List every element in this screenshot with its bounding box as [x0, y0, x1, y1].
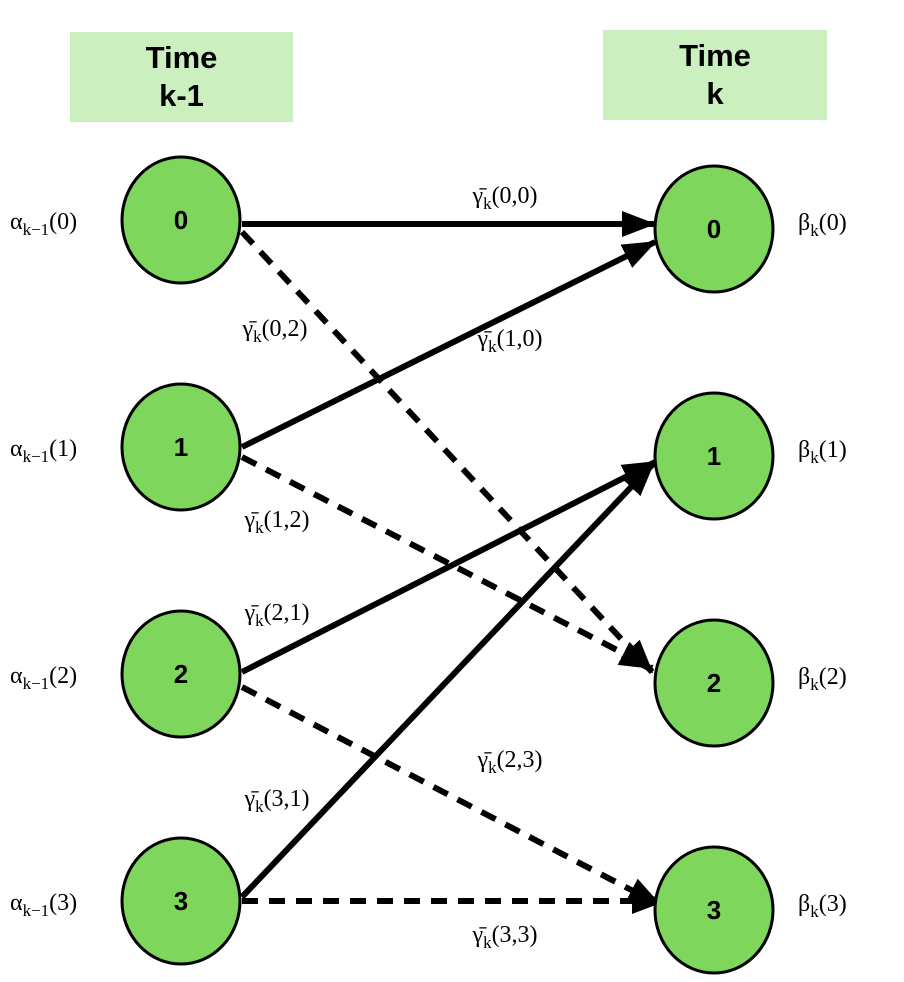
header-left-line1: Time	[145, 40, 218, 75]
gamma-label-0-2: γ̄k(0,2)	[241, 316, 307, 346]
right-state-node-2	[653, 618, 775, 748]
right-state-node-0	[653, 164, 775, 294]
right-state-label-1: 1	[707, 441, 721, 471]
beta-label-2: βk(2)	[798, 664, 847, 694]
left-state-label-0: 0	[174, 205, 188, 235]
beta-label-3: βk(3)	[798, 891, 847, 921]
right-state-label-2: 2	[707, 668, 721, 698]
right-state-node-3	[653, 845, 775, 975]
edge-0-to-2-dashed	[239, 229, 655, 675]
left-state-node-3	[120, 836, 242, 966]
beta-label-0: βk(0)	[798, 210, 847, 240]
gamma-label-2-1: γ̄k(2,1)	[243, 600, 309, 630]
alpha-label-1: αk−1(1)	[10, 436, 77, 466]
header-right-line1: Time	[679, 38, 751, 73]
left-state-label-3: 3	[174, 886, 188, 916]
header-right-line2: k	[706, 76, 724, 111]
left-state-label-1: 1	[174, 432, 188, 462]
left-state-label-2: 2	[174, 659, 188, 689]
edge-2-to-3-dashed	[240, 684, 662, 908]
gamma-label-1-2: γ̄k(1,2)	[243, 507, 309, 537]
beta-label-1: βk(1)	[798, 437, 847, 467]
right-state-label-0: 0	[707, 214, 721, 244]
gamma-label-3-3: γ̄k(3,3)	[471, 922, 537, 952]
edge-3-to-1-solid	[239, 461, 656, 900]
left-state-node-0	[120, 155, 242, 285]
alpha-label-2: αk−1(2)	[10, 663, 77, 693]
header-left-line2: k-1	[159, 78, 204, 113]
header-time-k: Time k	[603, 30, 827, 120]
edge-1-to-0-solid	[240, 239, 657, 450]
left-state-node-1	[120, 382, 242, 512]
gamma-label-0-0: γ̄k(0,0)	[471, 183, 537, 213]
right-state-node-1	[653, 391, 775, 521]
edge-1-to-2-dashed	[240, 454, 654, 671]
gamma-label-3-1: γ̄k(3,1)	[243, 786, 309, 816]
edge-2-to-1-solid	[240, 459, 657, 675]
left-state-node-2	[120, 609, 242, 739]
gamma-label-1-0: γ̄k(1,0)	[476, 326, 542, 356]
header-time-k-minus-1: Time k-1	[70, 32, 293, 122]
alpha-label-3: αk−1(3)	[10, 890, 77, 920]
gamma-label-2-3: γ̄k(2,3)	[476, 747, 542, 777]
right-state-label-3: 3	[707, 895, 721, 925]
alpha-label-0: αk−1(0)	[10, 209, 77, 239]
